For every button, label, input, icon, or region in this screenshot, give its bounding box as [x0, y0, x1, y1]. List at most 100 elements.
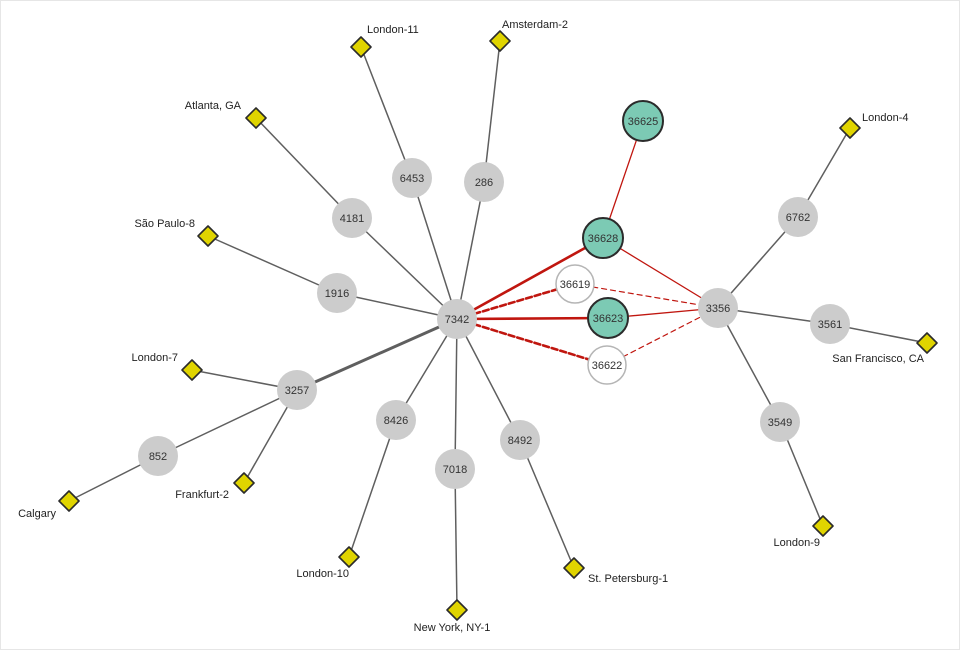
probe-amsterdam-2[interactable]: Amsterdam-2: [489, 19, 568, 52]
as-node-circle[interactable]: [376, 400, 416, 440]
probe-label: London-9: [774, 537, 821, 549]
probe-label: San Francisco, CA: [832, 353, 924, 365]
as-node-label: 6762: [786, 212, 810, 224]
probe-san-francisco-ca[interactable]: San Francisco, CA: [832, 332, 938, 365]
as-node-label: 3356: [706, 303, 730, 315]
probe-new-york-ny-1[interactable]: New York, NY-1: [414, 599, 491, 634]
as-node-circle[interactable]: [555, 264, 595, 304]
edge-sao-paulo-8-1916: [207, 235, 338, 294]
as-node-6762[interactable]: 6762: [778, 197, 818, 237]
as-node-label: 6453: [400, 173, 424, 185]
as-node-circle[interactable]: [622, 100, 664, 142]
as-node-852[interactable]: 852: [138, 436, 178, 476]
probe-calgary[interactable]: Calgary: [18, 490, 80, 520]
as-node-circle[interactable]: [464, 162, 504, 202]
as-node-circle[interactable]: [587, 297, 629, 339]
probe-london-11[interactable]: London-11: [350, 24, 419, 58]
as-node-circle[interactable]: [277, 370, 317, 410]
probe-diamond-icon[interactable]: [812, 515, 834, 537]
as-node-7018[interactable]: 7018: [435, 449, 475, 489]
probe-london-9[interactable]: London-9: [774, 515, 834, 549]
as-node-36628[interactable]: 36628: [582, 217, 624, 259]
as-node-286[interactable]: 286: [464, 162, 504, 202]
as-node-3356[interactable]: 3356: [698, 288, 738, 328]
as-node-label: 36628: [588, 233, 619, 245]
as-node-circle[interactable]: [810, 304, 850, 344]
edge-7342-36623: [455, 316, 610, 321]
edge-6453-7342: [411, 177, 458, 320]
edge-amsterdam-2-286: [483, 40, 501, 183]
edge-7342-36619: [455, 282, 577, 321]
as-node-label: 3257: [285, 385, 309, 397]
probe-diamond-icon[interactable]: [233, 472, 255, 494]
as-node-label: 8426: [384, 415, 408, 427]
as-node-label: 36622: [592, 360, 623, 372]
as-node-36623[interactable]: 36623: [587, 297, 629, 339]
edge-1916-7342: [336, 292, 458, 320]
probe-label: Calgary: [18, 508, 56, 520]
as-node-circle[interactable]: [392, 158, 432, 198]
edge-7342-36622: [455, 317, 609, 367]
probe-diamond-icon[interactable]: [489, 30, 511, 52]
probe-atlanta-ga[interactable]: Atlanta, GA: [185, 100, 267, 129]
as-node-36625[interactable]: 36625: [622, 100, 664, 142]
as-node-1916[interactable]: 1916: [317, 273, 357, 313]
as-node-8426[interactable]: 8426: [376, 400, 416, 440]
probe-diamond-icon[interactable]: [197, 225, 219, 247]
as-node-circle[interactable]: [587, 345, 627, 385]
probe-st-petersburg-1[interactable]: St. Petersburg-1: [563, 557, 668, 585]
probe-label: New York, NY-1: [414, 622, 491, 634]
probe-label: London-11: [367, 24, 419, 36]
as-node-circle[interactable]: [138, 436, 178, 476]
probe-label: London-10: [296, 568, 349, 580]
as-node-circle[interactable]: [778, 197, 818, 237]
as-node-label: 852: [149, 451, 167, 463]
as-node-label: 1916: [325, 288, 349, 300]
edge-7018-7342: [454, 318, 458, 470]
probe-diamond-icon[interactable]: [446, 599, 468, 621]
as-node-label: 36623: [593, 313, 624, 325]
probe-diamond-icon[interactable]: [350, 36, 372, 58]
as-node-circle[interactable]: [500, 420, 540, 460]
as-node-7342[interactable]: 7342: [437, 299, 477, 339]
edge-7342-36628: [455, 236, 605, 321]
probe-label: London-4: [862, 112, 909, 124]
probe-diamond-icon[interactable]: [58, 490, 80, 512]
as-node-3257[interactable]: 3257: [277, 370, 317, 410]
as-node-8492[interactable]: 8492: [500, 420, 540, 460]
as-node-circle[interactable]: [760, 402, 800, 442]
probe-diamond-icon[interactable]: [563, 557, 585, 579]
as-node-circle[interactable]: [437, 299, 477, 339]
probe-diamond-icon[interactable]: [338, 546, 360, 568]
probe-sao-paulo-8[interactable]: São Paulo-8: [134, 218, 219, 247]
as-node-36622[interactable]: 36622: [587, 345, 627, 385]
probe-diamond-icon[interactable]: [245, 107, 267, 129]
nodes-layer: 7342 6453 286 4181 1916 3257 852 8426 7018 8492 33…: [138, 100, 850, 489]
probe-london-7[interactable]: London-7: [132, 352, 203, 381]
edge-4181-7342: [351, 217, 458, 320]
as-node-6453[interactable]: 6453: [392, 158, 432, 198]
probe-label: Atlanta, GA: [185, 100, 242, 112]
as-node-3561[interactable]: 3561: [810, 304, 850, 344]
as-node-circle[interactable]: [332, 198, 372, 238]
as-node-circle[interactable]: [435, 449, 475, 489]
as-node-circle[interactable]: [698, 288, 738, 328]
probe-london-10[interactable]: London-10: [296, 546, 360, 580]
probe-diamond-icon[interactable]: [839, 117, 861, 139]
probe-london-4[interactable]: London-4: [839, 112, 909, 139]
as-node-4181[interactable]: 4181: [332, 198, 372, 238]
probe-diamond-icon[interactable]: [916, 332, 938, 354]
as-node-circle[interactable]: [582, 217, 624, 259]
as-node-circle[interactable]: [317, 273, 357, 313]
edge-286-7342: [456, 181, 485, 320]
as-node-3549[interactable]: 3549: [760, 402, 800, 442]
edge-36619-3356: [574, 283, 719, 309]
probe-diamond-icon[interactable]: [181, 359, 203, 381]
as-node-label: 8492: [508, 435, 532, 447]
as-node-36619[interactable]: 36619: [555, 264, 595, 304]
as-node-label: 286: [475, 177, 493, 189]
edge-london-10-8426: [348, 419, 397, 558]
probe-frankfurt-2[interactable]: Frankfurt-2: [175, 472, 255, 501]
